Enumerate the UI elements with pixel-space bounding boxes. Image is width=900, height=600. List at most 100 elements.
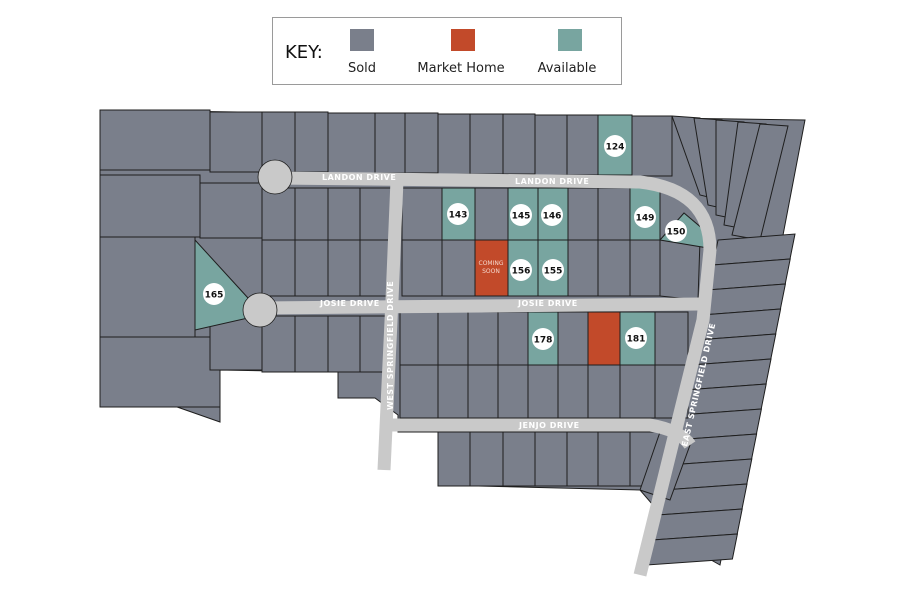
- legend-label-market-home: Market Home: [417, 61, 505, 76]
- lot[interactable]: [209, 111, 263, 173]
- coming-soon-label: SOON: [482, 268, 500, 275]
- landon-cul-de-sac: [257, 159, 293, 195]
- lot-number-badge[interactable]: [541, 204, 563, 226]
- lot[interactable]: [401, 239, 443, 297]
- lot[interactable]: [467, 364, 499, 419]
- road-label-josie-west: JOSIE DRIVE: [319, 299, 380, 308]
- lot-number-badge[interactable]: [542, 259, 564, 281]
- lot[interactable]: [399, 364, 439, 419]
- lot-number-145: 145: [512, 212, 531, 222]
- lot-number-150: 150: [667, 228, 686, 238]
- lot-number-165: 165: [205, 291, 224, 301]
- lot[interactable]: [502, 113, 536, 175]
- lot[interactable]: [99, 174, 201, 238]
- road-label-josie-east: JOSIE DRIVE: [517, 299, 578, 308]
- map-legend: KEY: Sold Market Home Available: [272, 17, 622, 85]
- coming-soon-label: COMING: [479, 260, 504, 267]
- lot[interactable]: [359, 187, 394, 241]
- lot-number-181: 181: [627, 335, 646, 345]
- lot[interactable]: [567, 239, 599, 297]
- roads: [242, 159, 717, 577]
- lot[interactable]: [437, 311, 469, 366]
- lot[interactable]: [557, 364, 589, 419]
- lot[interactable]: [327, 239, 362, 297]
- lot-number-badge[interactable]: [510, 259, 532, 281]
- lot-number-badge[interactable]: [634, 206, 656, 228]
- lot-number-badge[interactable]: [203, 283, 225, 305]
- lot[interactable]: [659, 239, 701, 301]
- lot-number-badge[interactable]: [604, 135, 626, 157]
- lot[interactable]: [437, 113, 471, 175]
- lot-number-badge[interactable]: [625, 327, 647, 349]
- lot[interactable]: [502, 431, 536, 487]
- lot[interactable]: [474, 187, 509, 241]
- lot[interactable]: [497, 364, 529, 419]
- lot[interactable]: [199, 182, 263, 239]
- road-label-jenjo: JENJO DRIVE: [518, 421, 580, 430]
- lot[interactable]: [327, 112, 376, 174]
- road-label-landon-east: LANDON DRIVE: [515, 177, 589, 186]
- josie-cul-de-sac: [242, 292, 278, 328]
- lot[interactable]: [294, 187, 329, 241]
- legend-label-sold: Sold: [347, 61, 377, 76]
- lot[interactable]: [437, 364, 469, 419]
- lot[interactable]: [654, 311, 689, 366]
- lot[interactable]: [437, 431, 471, 487]
- lot-number-155: 155: [544, 267, 563, 277]
- west-springfield-drive: [377, 179, 404, 471]
- lot[interactable]: [619, 364, 656, 419]
- lot[interactable]: [441, 239, 476, 297]
- lot[interactable]: [469, 431, 504, 487]
- lot[interactable]: [399, 311, 439, 366]
- lot[interactable]: [534, 114, 568, 176]
- lot[interactable]: [557, 311, 589, 366]
- lot[interactable]: [567, 187, 599, 241]
- josie-drive: [259, 297, 701, 315]
- jenjo-drive: [390, 418, 696, 449]
- legend-swatch-market-home: [451, 29, 475, 51]
- lot[interactable]: [401, 187, 443, 241]
- lot-number-146: 146: [543, 212, 562, 222]
- lot[interactable]: [566, 431, 599, 487]
- lot-number-badge[interactable]: [665, 220, 687, 242]
- lot[interactable]: [566, 114, 599, 176]
- lot-number-143: 143: [449, 211, 468, 221]
- lot[interactable]: [497, 311, 529, 366]
- lot[interactable]: [469, 113, 504, 175]
- legend-swatch-available: [558, 29, 582, 51]
- lot[interactable]: [597, 431, 631, 487]
- lot[interactable]: [294, 111, 329, 173]
- lot[interactable]: [631, 115, 673, 177]
- lot[interactable]: [99, 236, 196, 338]
- lot[interactable]: [294, 315, 329, 373]
- legend-title: KEY:: [285, 42, 323, 63]
- road-label-landon-west: LANDON DRIVE: [322, 173, 396, 182]
- lot-number-124: 124: [606, 143, 625, 153]
- lot[interactable]: [597, 239, 631, 297]
- lot[interactable]: [527, 364, 559, 419]
- lot-number-badge[interactable]: [447, 203, 469, 225]
- lot[interactable]: [327, 187, 362, 241]
- lot-number-156: 156: [512, 267, 531, 277]
- lot[interactable]: [404, 112, 439, 174]
- lot[interactable]: [467, 311, 499, 366]
- lot[interactable]: [261, 187, 296, 241]
- lot[interactable]: [99, 336, 221, 408]
- lot[interactable]: [587, 364, 621, 419]
- lot[interactable]: [294, 239, 329, 297]
- lot[interactable]: [99, 109, 211, 171]
- lot-number-badge[interactable]: [510, 204, 532, 226]
- lot[interactable]: [327, 315, 362, 373]
- landon-drive: [274, 171, 717, 577]
- lot[interactable]: [534, 431, 568, 487]
- lot[interactable]: [587, 311, 621, 366]
- lot[interactable]: [629, 239, 661, 297]
- road-label-west-springfield: WEST SPRINGFIELD DRIVE: [386, 281, 395, 410]
- lot-number-149: 149: [636, 214, 655, 224]
- legend-label-available: Available: [537, 61, 597, 76]
- lot[interactable]: [261, 239, 296, 297]
- lot-number-badge[interactable]: [532, 328, 554, 350]
- lot[interactable]: [597, 187, 631, 241]
- lot[interactable]: [374, 112, 406, 174]
